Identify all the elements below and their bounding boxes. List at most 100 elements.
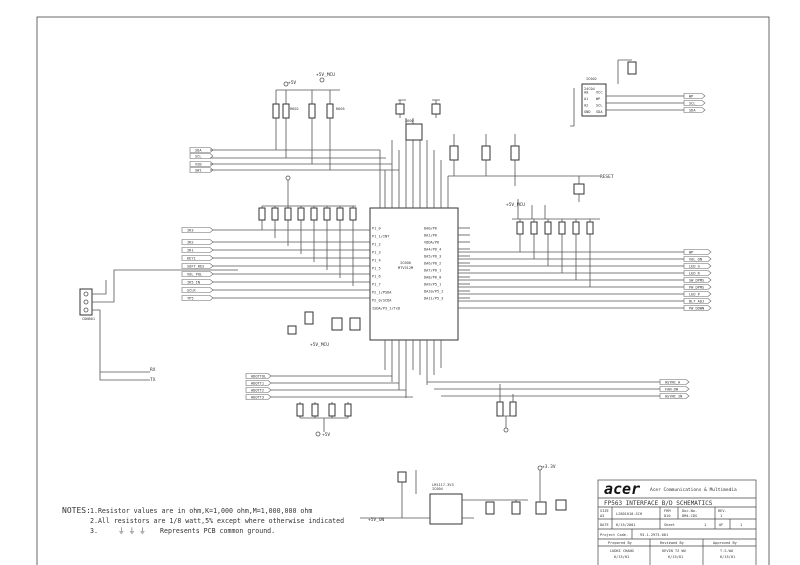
net-tx: TX	[150, 377, 156, 383]
resistor-right-1	[530, 221, 538, 235]
mcu-pin-left-4: P1_4	[372, 259, 381, 263]
size-label: SIZE	[600, 509, 609, 513]
eeprom-pin-vcc: VCC	[596, 91, 603, 95]
net-out-pw-dpms: PW_DPMS	[683, 284, 712, 290]
mcu-ic600: IC600 MTV312M P1_0P1_1/INTP1_2P1_3P1_4P1…	[369, 118, 470, 398]
net-out-led-p: LED_P	[683, 291, 712, 297]
of-label: OF	[719, 523, 723, 527]
eeprom-pin-wp: WP	[596, 97, 600, 101]
approved-date: 6/15/01	[720, 555, 735, 559]
resistor-mid-0	[258, 207, 266, 221]
frm-label: FRM	[664, 509, 671, 513]
net-out-wp: WP	[683, 249, 712, 255]
net-soft-res: SOFT_RES	[181, 263, 214, 269]
resistor-mid-6	[336, 207, 344, 221]
net-sda-text: SDA	[195, 149, 202, 153]
net-ir1-text: IR1	[187, 249, 194, 253]
net-hdott1: HDOTT1	[245, 380, 272, 386]
sheet-border	[36, 16, 770, 565]
resistor-mid-5	[323, 207, 331, 221]
eeprom-pin-a1: A1	[584, 97, 588, 101]
sheet-value: 1	[704, 523, 706, 527]
notes-ground-symbols: ⏚ ⏚ ⏚	[118, 527, 146, 535]
bottom-left-caps: +5V_MCU	[287, 311, 361, 348]
pwr-tag-3v3: +3.3V	[542, 464, 556, 470]
net-hdott2-text: HDOTT2	[251, 389, 264, 393]
mcu-pin-left-2: P1_2	[372, 243, 381, 247]
net-tp5: TP5	[181, 295, 214, 301]
mcu-refdes: IC600	[400, 261, 411, 265]
approved-label: Approved By	[713, 541, 738, 545]
resistor-right-4	[572, 221, 580, 235]
net-tp5-text: TP5	[187, 297, 194, 301]
svg-text:R602: R602	[290, 107, 299, 111]
net-eeprom-wp: WP	[683, 93, 706, 99]
mcu-pin-right-3: DA4/P6_4	[424, 248, 441, 252]
doc-value: DM4-CDS	[682, 514, 697, 518]
of-value: 1	[740, 523, 742, 527]
eeprom-pin-gnd: GND	[584, 110, 591, 114]
frm-value: 810	[664, 514, 671, 518]
net-out-led-r-text: LED_R	[689, 272, 701, 276]
net-bot-fan-dw: FAN_DW	[659, 386, 690, 392]
mcu-pin-right-2: VDDA/P6	[424, 241, 439, 245]
mcu-pin-left-10: ISDA/P3_1/TxD	[372, 307, 400, 311]
sheet-label: Sheet	[664, 523, 675, 527]
reviewed-date: 6/15/01	[668, 555, 683, 559]
date-value: 6/15/2001	[616, 523, 635, 527]
con601-refdes: CON601	[82, 317, 95, 321]
notes-block: NOTES: 1.Resistor values are in ohm,K=1,…	[62, 506, 344, 535]
net-bot-fan-dw-text: FAN_DW	[665, 388, 679, 392]
net-out-led-p-text: LED_P	[689, 293, 700, 297]
mcu-body	[369, 207, 459, 341]
pwr-tag-5vmcu-b: +5V_MCU	[310, 342, 329, 348]
net-out-pw-down-text: PW_DOWN	[689, 307, 704, 311]
net-eeprom-scl: SCL	[683, 100, 706, 106]
net-ir2: IR2	[181, 239, 214, 245]
prepared-date: 6/15/01	[614, 555, 629, 559]
net-ir3-text: IR3	[187, 229, 194, 233]
notes-line-1: 1.Resistor values are in ohm,K=1,000 ohm…	[90, 507, 312, 515]
net-scl: SCL	[189, 153, 214, 159]
net-soft-res-text: SOFT_RES	[187, 265, 204, 269]
crystal-label: X600	[405, 119, 414, 123]
mcu-pin-right-6: DA7/P6_1	[424, 269, 441, 273]
svg-text:R605: R605	[336, 107, 345, 111]
mcu-pin-right-9: DA10/P5_2	[424, 290, 443, 294]
rev-value: 1	[720, 514, 722, 518]
project-value: 93.1.2973.001	[640, 533, 668, 537]
mcu-pin-right-4: DA5/P6_3	[424, 255, 441, 259]
sheet-title: FP563 INTERFACE B/D SCHEMATICS	[604, 500, 713, 507]
rev-label: REV.	[718, 509, 727, 513]
mcu-pin-left-0: P1_0	[372, 227, 381, 231]
net-eeprom-scl-text: SCL	[689, 102, 696, 106]
net-eeprom-wp-text: WP	[689, 95, 693, 99]
mcu-pin-left-7: P1_7	[372, 283, 381, 287]
net-out-sw-dpms-text: SW_DPMS	[689, 279, 704, 283]
net-reset: RESET	[600, 174, 614, 180]
net-out-vol-on-text: VOL_ON	[689, 258, 702, 262]
net-out-sw-dpms: SW_DPMS	[683, 277, 712, 283]
mcu-pin-right-7: DA8/P6_0	[424, 276, 441, 280]
date-label: DATE	[600, 523, 609, 527]
mcu-top-pins	[384, 118, 449, 398]
net-sw1-text: SW1	[195, 169, 202, 173]
net-scl-text: SCL	[195, 155, 202, 159]
eeprom-pin-a0: A0	[584, 91, 588, 95]
net-bot-hsync-in: HSYNC_IN	[659, 393, 690, 399]
mcu-part: MTV312M	[398, 266, 414, 270]
reviewed-name: KEVIN TZ WU	[662, 549, 686, 553]
net-vol-pol-text: VOL_POL	[187, 273, 202, 277]
file-name: L2801010.SCH	[616, 512, 642, 516]
net-out-blt-adj: BLT_ADJ	[683, 298, 712, 304]
net-key1: KEY1	[181, 255, 214, 261]
notes-line-3-text: Represents PCB common ground.	[160, 527, 275, 535]
resistor-right-0	[516, 221, 524, 235]
net-hdottol: HDOTTOL	[245, 373, 272, 379]
resistor-mid-7	[349, 207, 357, 221]
company-logo: acer	[604, 480, 640, 498]
